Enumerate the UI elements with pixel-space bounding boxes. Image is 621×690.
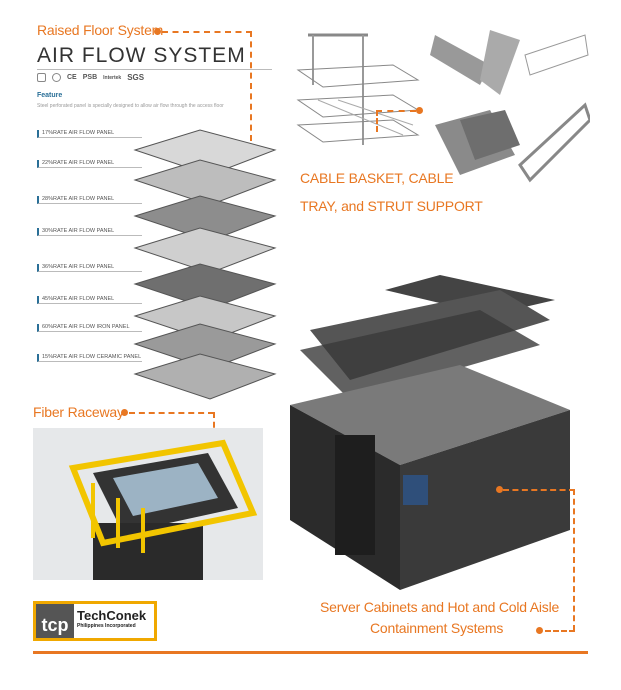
callout-line: [573, 489, 575, 631]
fiber-raceway-image: [33, 428, 263, 580]
server-containment-image: [290, 275, 570, 590]
feature-heading: Feature: [37, 92, 63, 99]
panel-label: 45%RATE AIR FLOW PANEL: [37, 296, 142, 304]
airflow-panel: [133, 227, 277, 274]
callout-dot: [121, 409, 128, 416]
panel-label: 28%RATE AIR FLOW PANEL: [37, 196, 142, 204]
callout-line: [376, 110, 416, 112]
cable-label-line1: CABLE BASKET, CABLE: [300, 170, 454, 186]
callout-dot: [536, 627, 543, 634]
server-label-line2: Containment Systems: [370, 620, 504, 636]
panel-label: 30%RATE AIR FLOW PANEL: [37, 228, 142, 236]
callout-line: [545, 630, 575, 632]
panel-label: 22%RATE AIR FLOW PANEL: [37, 160, 142, 168]
callout-line: [376, 110, 378, 132]
logo-mark: tcp: [36, 604, 74, 638]
cert-sgs: SGS: [127, 73, 145, 82]
airflow-panels-illustration: [133, 129, 277, 400]
callout-dot: [416, 107, 423, 114]
cert-psb: PSB: [82, 74, 98, 81]
server-label-line1: Server Cabinets and Hot and Cold Aisle: [320, 599, 560, 615]
techconek-logo: tcp TechConek Philippines Incorporated: [33, 601, 157, 641]
airflow-panel: [133, 159, 277, 206]
airflow-panel: [133, 353, 277, 400]
footer-rule: [33, 651, 588, 654]
airflow-title: AIR FLOW SYSTEM: [37, 44, 246, 67]
feature-text: Steel perforated panel is specially desi…: [37, 103, 224, 109]
callout-dot: [496, 486, 503, 493]
callout-line: [503, 489, 575, 491]
cert-icon: [52, 73, 61, 82]
raised-floor-label: Raised Floor System: [37, 22, 164, 38]
logo-name: TechConek: [77, 608, 147, 623]
callout-line: [162, 31, 252, 33]
cert-icon: [37, 73, 46, 82]
cert-intertek: Intertek: [103, 74, 122, 81]
panel-label: 15%RATE AIR FLOW CERAMIC PANEL: [37, 354, 142, 362]
cable-tray-products-image: [430, 30, 590, 183]
panel-label: 36%RATE AIR FLOW PANEL: [37, 264, 142, 272]
certifications: CE PSB Intertek SGS: [37, 73, 144, 82]
callout-line: [250, 31, 252, 141]
fiber-raceway-label: Fiber Raceway: [33, 404, 124, 420]
cable-label-line2: TRAY, and STRUT SUPPORT: [300, 198, 483, 214]
callout-line: [129, 412, 214, 414]
cable-basket-strut-image: [296, 33, 420, 145]
title-divider: [37, 69, 272, 70]
cert-ce: CE: [67, 74, 77, 81]
logo-subtitle: Philippines Incorporated: [77, 623, 136, 629]
panel-label: 60%RATE AIR FLOW IRON PANEL: [37, 324, 142, 332]
callout-dot: [154, 28, 161, 35]
panel-label: 17%RATE AIR FLOW PANEL: [37, 130, 142, 138]
